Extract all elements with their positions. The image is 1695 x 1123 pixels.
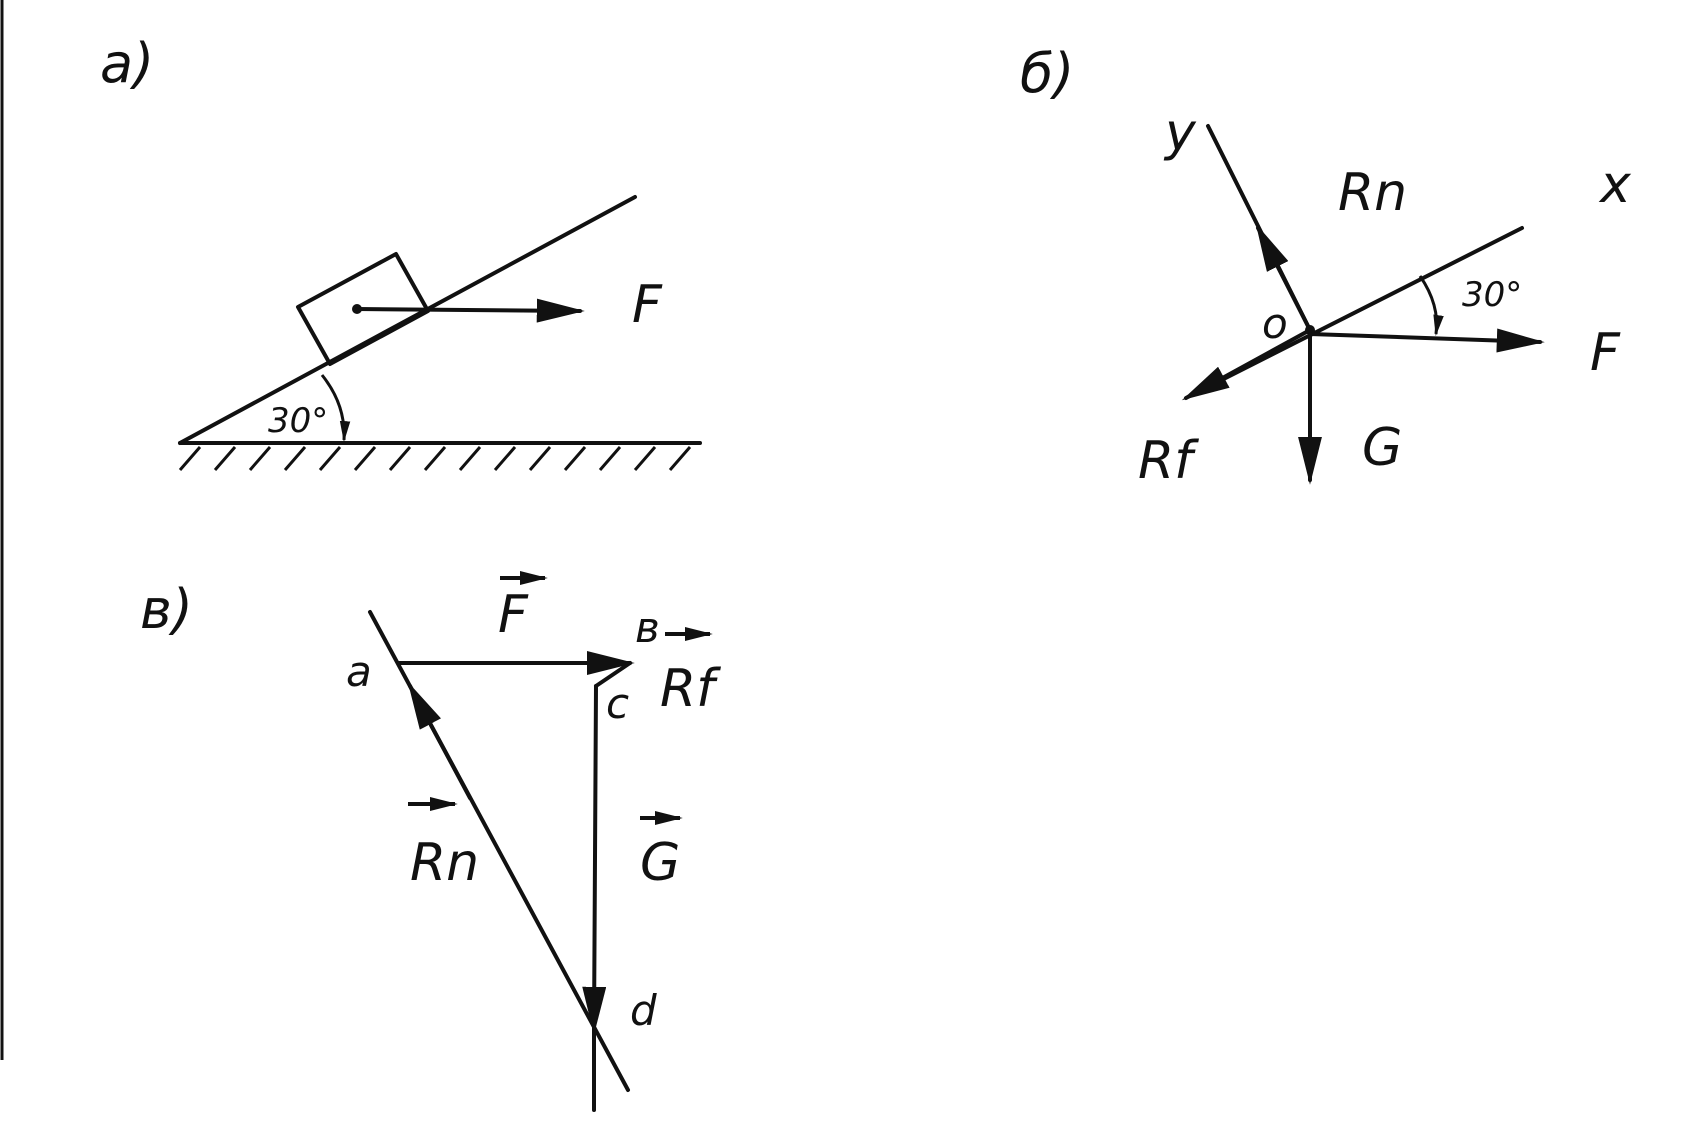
vector-rf-label: Rf [660, 659, 721, 719]
panel-b-label: б) [1020, 42, 1074, 105]
vector-g-label: G [640, 833, 680, 893]
vector-rf [594, 661, 632, 688]
force-f-arrow-b [1308, 328, 1545, 353]
angle-label-b: 30° [1462, 275, 1522, 315]
vector-rn-arrow [407, 681, 472, 800]
panel-c-label: в) [140, 578, 193, 641]
x-axis [1188, 226, 1524, 398]
vector-rn-label: Rn [410, 833, 479, 893]
x-axis-label: x [1598, 155, 1632, 215]
normal-force-arrow [1255, 223, 1312, 332]
force-f-arrow [355, 298, 585, 323]
vector-f-label: F [498, 585, 529, 645]
vector-rn-line [368, 610, 630, 1092]
origin-label: o [1262, 299, 1288, 348]
panel-a-label: a) [100, 32, 154, 95]
point-d-label: d [630, 986, 657, 1035]
angle-label: 30° [268, 401, 328, 441]
weight-label: G [1362, 418, 1402, 478]
friction-force-label: Rf [1138, 431, 1199, 491]
force-f-label-b: F [1590, 323, 1621, 383]
angle-arc [320, 374, 351, 443]
point-a-label: a [346, 647, 372, 696]
force-f-label: F [632, 275, 663, 335]
friction-force-arrow [1181, 328, 1312, 401]
panel-c: в) F a в Rf c G d Rn [140, 571, 721, 1112]
y-axis-label: y [1163, 103, 1197, 163]
point-c-label: c [606, 679, 629, 728]
normal-force-label: Rn [1338, 163, 1407, 223]
panel-b: б) y x Rn o Rf G F 30° [1020, 42, 1632, 491]
ground-hatching [178, 446, 692, 471]
angle-arc-b [1418, 275, 1444, 337]
point-b-label: в [635, 603, 660, 652]
vector-g [582, 684, 607, 1035]
panel-a: a) F 30° [100, 32, 702, 471]
